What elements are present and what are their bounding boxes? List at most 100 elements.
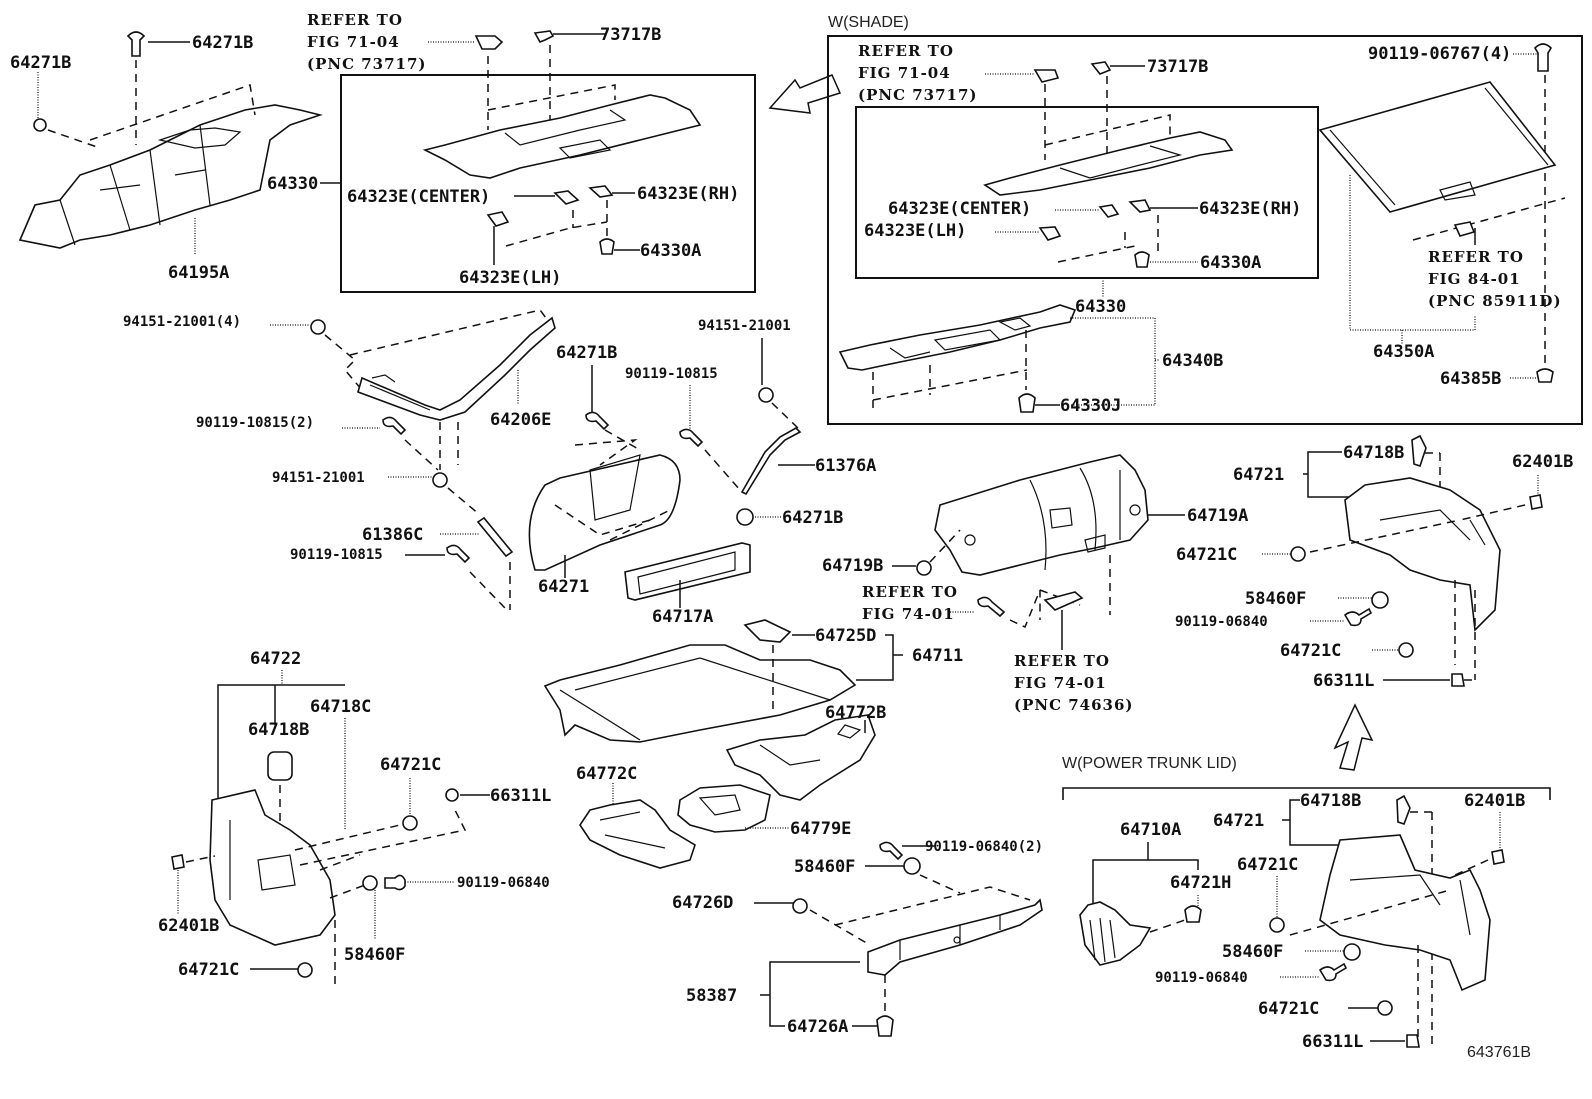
label-61376A: 61376A (815, 456, 876, 476)
label-64725D: 64725D (815, 626, 876, 646)
nut-icon (310, 319, 326, 335)
section-label-power-trunk-lid: W(POWER TRUNK LID) (1062, 755, 1237, 772)
clip-icon (1184, 905, 1202, 923)
part-64722-shape (209, 789, 336, 946)
note-refer-fig-71-04-line3: (PNC 73717) (307, 55, 427, 73)
clip-icon (1128, 199, 1152, 213)
label-64323E-center: 64323E(CENTER) (347, 187, 490, 207)
label-64340B: 64340B (1162, 351, 1223, 371)
label-64721H: 64721H (1170, 873, 1231, 893)
label-64721C: 64721C (380, 755, 441, 775)
clip-icon (1451, 673, 1465, 687)
note-refer-fig-74-01-line3: (PNC 74636) (1014, 696, 1134, 714)
clip-icon (1134, 251, 1150, 268)
label-58387: 58387 (686, 986, 737, 1006)
nut-icon (758, 387, 774, 403)
label-64271B: 64271B (10, 53, 71, 73)
part-64330-shade-shape (983, 131, 1234, 196)
part-64717A-shape (624, 542, 751, 601)
label-64271B: 64271B (192, 33, 253, 53)
nut-icon (1343, 943, 1361, 961)
part-61386C-shape (476, 516, 514, 558)
label-64772B: 64772B (825, 703, 886, 723)
part-64350A-shape (1318, 81, 1557, 213)
label-64710A: 64710A (1120, 820, 1181, 840)
label-64779E: 64779E (790, 819, 851, 839)
label-64271: 64271 (538, 577, 589, 597)
label-64330A: 64330A (1200, 253, 1261, 273)
label-64718B: 64718B (1343, 443, 1404, 463)
clip-icon (1406, 1034, 1420, 1048)
label-64330: 64330 (1075, 297, 1126, 317)
label-90119-10815: 90119-10815 (290, 547, 383, 563)
part-64711-shape (543, 644, 857, 743)
note-refer-fig-84-01-line2: FIG 84-01 (1428, 270, 1521, 288)
label-90119-06840: 90119-06840(2) (925, 839, 1043, 855)
part-64206E-shape (357, 316, 556, 421)
label-64721C: 64721C (1176, 545, 1237, 565)
label-64772C: 64772C (576, 764, 637, 784)
part-64195A-group: 64271B 64271B 64195A (10, 31, 323, 283)
bolt-icon (977, 596, 1006, 618)
label-64195A: 64195A (168, 263, 229, 283)
clip-icon (1529, 494, 1543, 510)
label-64711: 64711 (912, 646, 963, 666)
label-64726A: 64726A (787, 1017, 848, 1037)
note-refer-fig-71-04-line2: FIG 71-04 (858, 64, 951, 82)
label-94151-21001: 94151-21001 (698, 318, 791, 334)
clip-icon (445, 788, 459, 802)
part-64772C-shape (579, 799, 696, 869)
note-refer-fig-84-01-line3: (PNC 85911D) (1428, 292, 1562, 310)
label-61386C: 61386C (362, 525, 423, 545)
note-refer-fig-84-01: REFER TO (1428, 248, 1524, 266)
power-trunk-lid-bracket (1062, 787, 1551, 800)
label-64271B: 64271B (782, 508, 843, 528)
clip-icon (916, 560, 932, 576)
note-refer-fig-71-04-line2: FIG 71-04 (307, 33, 400, 51)
label-64718B: 64718B (248, 720, 309, 740)
part-64779E-shape (677, 784, 771, 833)
part-64721-trunk-shape (1319, 834, 1491, 992)
label-64330J: 64330J (1060, 396, 1121, 416)
part-64195A-shape (18, 104, 323, 249)
label-64323E-lh: 64323E(LH) (459, 268, 561, 288)
part-64772B-shape (725, 714, 876, 801)
clip-icon (585, 411, 610, 431)
label-64721C: 64721C (178, 960, 239, 980)
label-64718B: 64718B (1300, 791, 1361, 811)
clip-icon (533, 30, 555, 44)
label-64323E-rh: 64323E(RH) (1199, 199, 1301, 219)
part-64206E-group: 94151-21001(4) 64206E 90119-10815(2) 941… (123, 309, 556, 610)
clip-icon (1398, 642, 1414, 658)
label-64721C: 64721C (1280, 641, 1341, 661)
clip-icon (792, 898, 808, 914)
bolt-icon (1533, 43, 1553, 72)
label-64350A: 64350A (1373, 342, 1434, 362)
part-64330-group: REFER TO FIG 71-04 (PNC 73717) 73717B 64… (267, 11, 756, 293)
clip-icon (1453, 221, 1476, 237)
label-64717A: 64717A (652, 607, 713, 627)
part-64330-shape (422, 94, 702, 179)
part-64719A-group: 64719A 64719B REFER TO FIG 74-01 REFER T… (822, 454, 1248, 714)
note-refer-fig-71-04-line3: (PNC 73717) (858, 86, 978, 104)
label-58460F: 58460F (1222, 942, 1283, 962)
clip-icon (743, 619, 792, 643)
label-64721: 64721 (1213, 811, 1264, 831)
clip-icon (402, 815, 418, 831)
nut-icon (362, 875, 378, 891)
shade-box (827, 35, 1583, 425)
label-90119-06840: 90119-06840 (1175, 614, 1268, 630)
clip-icon (876, 1015, 894, 1037)
bolt-icon (382, 416, 407, 436)
clip-icon (33, 118, 47, 132)
label-64721C: 64721C (1258, 999, 1319, 1019)
clip-icon (599, 238, 615, 255)
part-64340B-shape (838, 304, 1077, 371)
label-64718C: 64718C (310, 697, 371, 717)
clip-icon (1098, 204, 1120, 218)
power-trunk-lid-section: W(POWER TRUNK LID) 64710A 64721H 64721 6… (1062, 755, 1551, 1052)
label-94151-21001: 94151-21001 (272, 470, 365, 486)
clip-icon (1491, 849, 1505, 865)
label-90119-10815: 90119-10815 (625, 366, 718, 382)
clip-icon (171, 854, 185, 870)
